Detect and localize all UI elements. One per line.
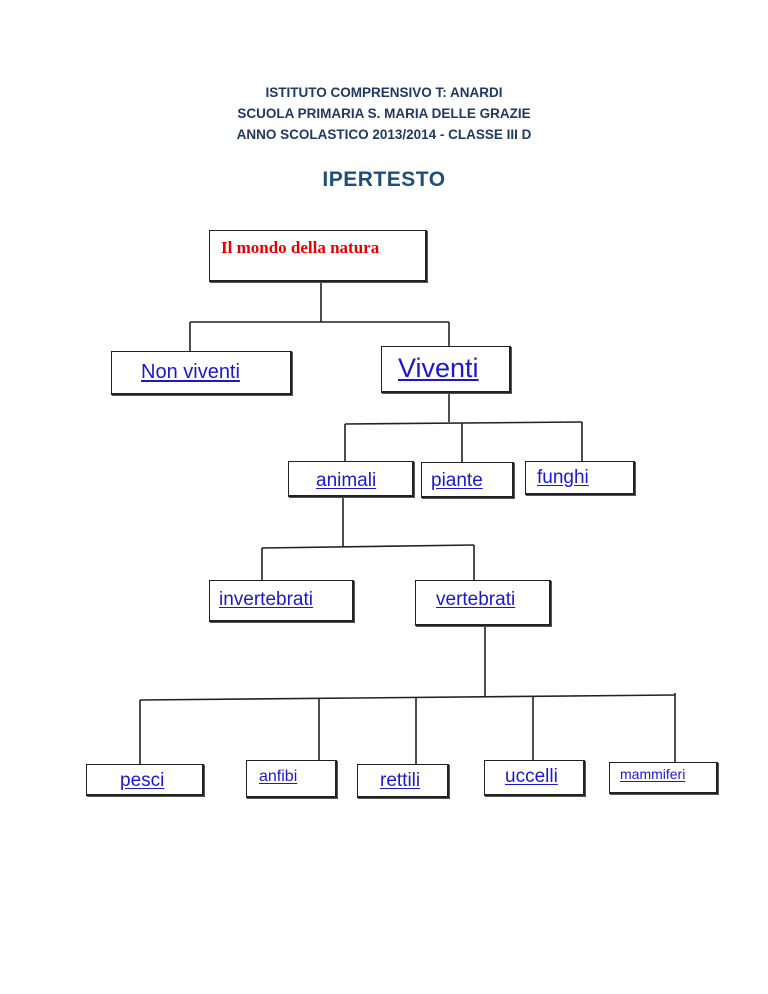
header-line-3: ANNO SCOLASTICO 2013/2014 - CLASSE III D <box>236 127 532 142</box>
root-label: Il mondo della natura <box>221 238 380 257</box>
funghi-link[interactable]: funghi <box>537 467 589 488</box>
rettili-box <box>357 764 449 798</box>
page-title: IPERTESTO <box>322 168 446 191</box>
funghi-box <box>525 461 635 495</box>
viventi-box <box>381 346 511 393</box>
rettili-link[interactable]: rettili <box>380 770 421 791</box>
mammiferi-box <box>609 762 718 794</box>
piante-box <box>421 462 514 498</box>
uccelli-link[interactable]: uccelli <box>505 766 558 787</box>
vertebrati-link[interactable]: vertebrati <box>436 589 516 610</box>
connector-level3-bar <box>261 544 475 549</box>
header-line-2: SCUOLA PRIMARIA S. MARIA DELLE GRAZIE <box>237 106 531 121</box>
connector-level2-bar <box>344 421 583 425</box>
pesci-box <box>86 764 204 796</box>
connector-level4-bar <box>139 694 676 701</box>
piante-link[interactable]: piante <box>431 470 483 491</box>
non-viventi-box <box>111 351 292 395</box>
invertebrati-link[interactable]: invertebrati <box>219 589 313 610</box>
pesci-link[interactable]: pesci <box>120 770 165 791</box>
viventi-link[interactable]: Viventi <box>398 353 479 383</box>
animali-link[interactable]: animali <box>316 470 377 491</box>
animali-box <box>288 461 414 497</box>
anfibi-link[interactable]: anfibi <box>259 768 298 785</box>
mammiferi-link[interactable]: mammiferi <box>620 766 686 782</box>
school-header: ISTITUTO COMPRENSIVO T: ANARDI SCUOLA PR… <box>0 82 768 145</box>
anfibi-box <box>246 760 337 798</box>
vertebrati-box <box>415 580 551 626</box>
non-viventi-link[interactable]: Non viventi <box>141 361 240 383</box>
invertebrati-box <box>209 580 354 622</box>
uccelli-box <box>484 760 585 796</box>
header-line-1: ISTITUTO COMPRENSIVO T: ANARDI <box>265 85 503 100</box>
root-box <box>209 230 427 282</box>
